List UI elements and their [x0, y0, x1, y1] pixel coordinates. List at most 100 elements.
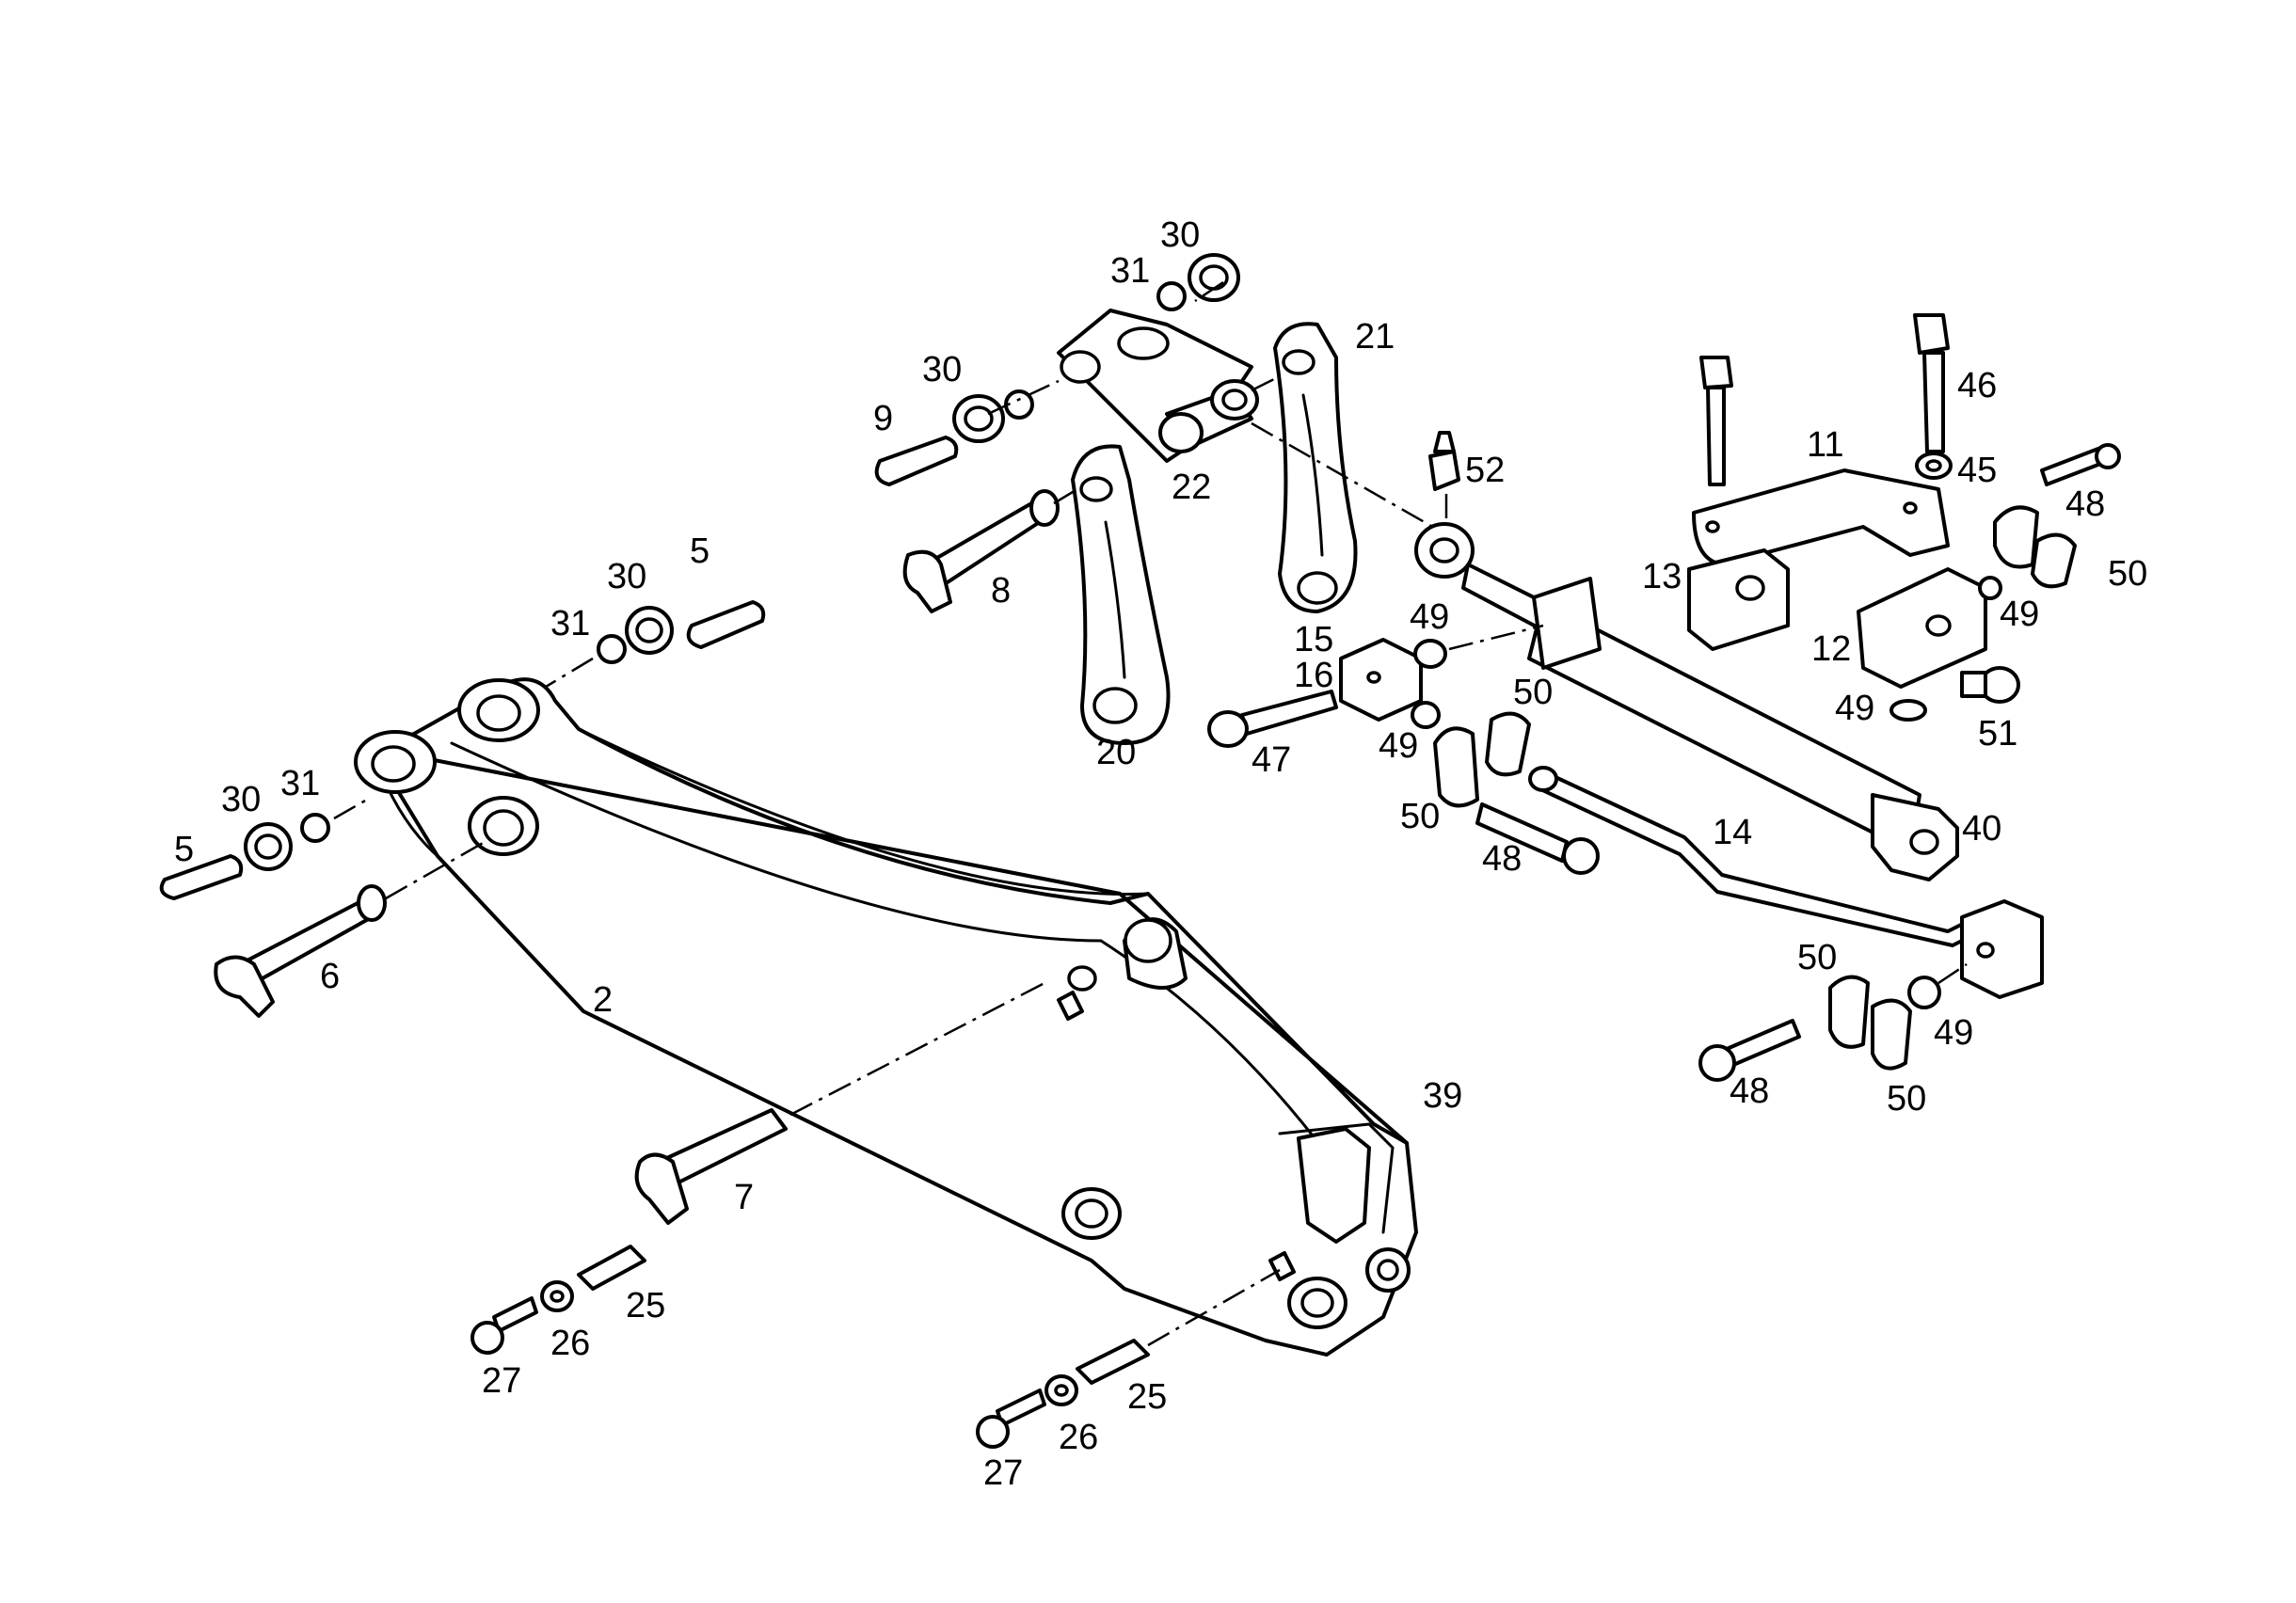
callout-50-d: 50	[1797, 938, 1837, 977]
centerline-7	[789, 981, 1045, 1117]
callout-22: 22	[1172, 468, 1211, 507]
callout-49-e: 49	[1934, 1013, 1973, 1053]
callout-27-a: 27	[482, 1361, 521, 1401]
washer-45	[1915, 452, 1953, 480]
callout-48-c: 48	[1730, 1071, 1769, 1111]
callout-25-b: 25	[1127, 1377, 1167, 1417]
callout-30-c: 30	[607, 557, 646, 596]
washer-49-lower	[1889, 699, 1927, 722]
swing-arm-21	[1273, 322, 1358, 613]
seal-49-bottom	[1907, 976, 1941, 1009]
callout-16: 16	[1294, 656, 1333, 695]
callout-49-d: 49	[1379, 726, 1418, 766]
callout-25-a: 25	[626, 1286, 665, 1325]
callout-2: 2	[593, 980, 613, 1020]
bolt-48-upper	[2040, 443, 2121, 486]
washer-49-right	[1978, 576, 2002, 600]
bolt-48-bottom	[1698, 1019, 1801, 1082]
callout-12: 12	[1811, 629, 1851, 669]
callout-49-c: 49	[1835, 689, 1874, 728]
callout-5-a: 5	[690, 532, 710, 571]
callout-50-c: 50	[1400, 797, 1440, 836]
callout-26-b: 26	[1059, 1418, 1098, 1457]
pin-8	[902, 489, 1060, 613]
centerline-49	[1448, 624, 1544, 651]
callout-50-e: 50	[1887, 1079, 1926, 1119]
callout-40: 40	[1962, 809, 2001, 849]
callout-21: 21	[1355, 317, 1395, 357]
centerline-6	[385, 840, 486, 900]
callout-7: 7	[734, 1178, 754, 1217]
clip-50-left	[1433, 711, 1531, 808]
callout-49-b: 49	[2000, 595, 2039, 634]
bush-22	[1158, 379, 1259, 453]
callout-9: 9	[873, 399, 893, 438]
callout-15: 15	[1294, 620, 1333, 659]
centerline-49-bottom	[1937, 962, 1968, 985]
plate-25-right	[1076, 1339, 1150, 1385]
callout-31-a: 31	[1110, 251, 1150, 291]
callout-6: 6	[320, 957, 340, 996]
boom-pivot-boss-top	[457, 678, 540, 742]
pin-5-top	[686, 600, 766, 649]
callout-31-c: 31	[280, 764, 320, 803]
bush-30-left	[244, 813, 330, 871]
bolt-48-left	[1475, 802, 1600, 875]
plate-25-left	[577, 1245, 646, 1291]
callout-45: 45	[1957, 451, 1997, 490]
callout-30-a: 30	[1160, 215, 1200, 255]
clamp-block-12	[1857, 567, 1987, 689]
boom-side-holes	[1057, 965, 1411, 1329]
washer-26-right	[1044, 1374, 1078, 1406]
callout-8: 8	[991, 571, 1011, 611]
bracket-11	[1692, 468, 1950, 566]
clamp-block-13	[1687, 548, 1790, 651]
callout-27-b: 27	[983, 1453, 1023, 1493]
callout-50-a: 50	[2108, 554, 2147, 594]
callout-26-a: 26	[550, 1324, 590, 1363]
callout-5-b: 5	[174, 830, 194, 869]
callout-31-b: 31	[550, 604, 590, 643]
bolt-46	[1913, 313, 1950, 453]
boom-arm	[370, 677, 1418, 1357]
callout-48-b: 48	[1482, 839, 1522, 879]
washer-26-left	[540, 1280, 574, 1312]
seal-49-left	[1411, 639, 1447, 729]
seal-ring-upper	[952, 253, 1240, 443]
boom-pivot-boss-rear	[354, 730, 539, 856]
hydraulic-cylinder	[1414, 522, 1959, 881]
centerline-arm21	[1251, 374, 1281, 392]
bolt-27-left	[470, 1296, 538, 1355]
pin-9	[874, 436, 959, 486]
bolt-left	[1699, 356, 1733, 486]
centerline-bracket-2	[1194, 280, 1224, 303]
pin-7	[634, 1108, 788, 1225]
centerline-top-left	[545, 657, 594, 689]
callout-46: 46	[1957, 366, 1997, 405]
callout-48-a: 48	[2065, 484, 2105, 524]
block-15	[1339, 638, 1423, 722]
callout-50-b: 50	[1513, 673, 1553, 712]
callouts: 30 31 30 21 9 22 46 52 11 45 48 8 13 5 3…	[174, 215, 2147, 1493]
callout-51: 51	[1978, 714, 2017, 754]
pin-6	[214, 884, 387, 1018]
bolt-47	[1207, 690, 1338, 748]
centerline-left	[333, 798, 368, 820]
centerline-22	[1251, 421, 1450, 538]
callout-52: 52	[1465, 451, 1505, 490]
callout-47: 47	[1252, 740, 1291, 780]
clip-50-upper	[1993, 505, 2077, 589]
bolt-27-right	[976, 1389, 1046, 1449]
callout-11: 11	[1807, 425, 1843, 465]
callout-13: 13	[1642, 557, 1682, 596]
callout-49-a: 49	[1410, 597, 1449, 637]
swing-arm-20	[1071, 444, 1171, 745]
centerline-bracket	[987, 379, 1060, 416]
grease-nipple-52	[1428, 431, 1460, 491]
clip-50-bottom	[1828, 975, 1912, 1071]
callout-30-b: 30	[922, 350, 962, 389]
callout-14: 14	[1713, 813, 1752, 852]
bolt-51	[1960, 666, 2020, 704]
centerline-8	[1053, 487, 1078, 505]
